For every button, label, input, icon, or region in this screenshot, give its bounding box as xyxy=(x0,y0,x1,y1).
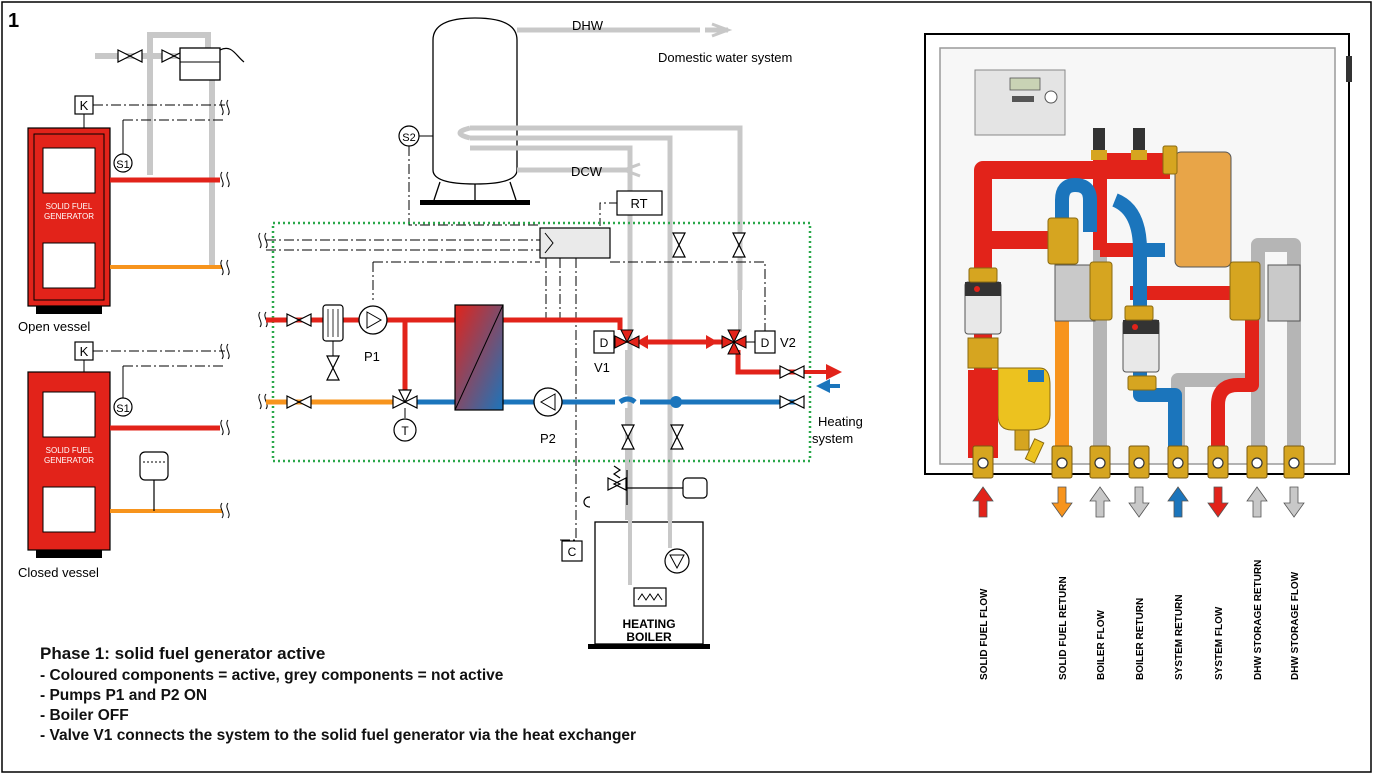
boiler-controller-c xyxy=(561,540,583,562)
isolation-valves xyxy=(286,232,805,450)
svg-text:K: K xyxy=(80,344,89,359)
valve-v1 xyxy=(614,329,640,349)
solid-fuel-generator-open: SOLID FUEL GENERATOR xyxy=(27,127,111,314)
label-dhw: DHW xyxy=(572,18,604,33)
sensor-s1-top xyxy=(113,153,133,173)
connection-arrows xyxy=(972,486,1305,518)
svg-text:S1: S1 xyxy=(116,159,129,171)
controller-unit xyxy=(539,227,611,259)
red-flow-pipes xyxy=(266,317,800,390)
label-k1: K xyxy=(80,98,89,113)
heating-boiler: HEATING BOILER xyxy=(588,521,710,649)
svg-text:SOLID FUEL: SOLID FUEL xyxy=(46,202,93,211)
svg-text:HEATING: HEATING xyxy=(622,617,675,631)
thermostatic-head xyxy=(393,418,417,442)
phase-description: Phase 1: solid fuel generator active - C… xyxy=(40,644,880,746)
label-p2: P2 xyxy=(540,431,556,446)
connection-label: SOLID FUEL FLOW xyxy=(979,588,990,680)
label-system: system xyxy=(812,431,853,446)
phase-line: - Pumps P1 and P2 ON xyxy=(40,687,208,704)
actuator-d-v2 xyxy=(754,330,776,354)
module-brass-fittings xyxy=(968,145,1261,391)
module-connection-valves xyxy=(972,445,1305,479)
svg-text:D: D xyxy=(761,336,770,350)
solid-fuel-generator-closed: SOLID FUEL GENERATOR xyxy=(27,371,111,558)
module-dirt-separator xyxy=(967,337,1051,464)
valve-v2 xyxy=(721,329,747,355)
svg-text:S1: S1 xyxy=(116,403,129,415)
dhw-storage-tank xyxy=(420,17,530,205)
connection-label: DHW STORAGE FLOW xyxy=(1290,571,1301,680)
connection-label: DHW STORAGE RETURN xyxy=(1253,560,1264,680)
label-heating: Heating xyxy=(818,414,863,429)
svg-text:T: T xyxy=(401,424,409,438)
connection-label: SYSTEM FLOW xyxy=(1214,606,1225,680)
boiler-safety-group xyxy=(583,465,708,508)
thermostatic-mixing-valve xyxy=(392,389,418,409)
connection-label: SYSTEM RETURN xyxy=(1174,594,1185,680)
label-v1: V1 xyxy=(594,360,610,375)
label-domestic-water-system: Domestic water system xyxy=(658,50,792,65)
label-closed-vessel: Closed vessel xyxy=(18,565,99,580)
control-lines xyxy=(266,239,766,541)
svg-text:D: D xyxy=(600,336,609,350)
sensor-s1-bottom xyxy=(113,397,133,417)
svg-text:GENERATOR: GENERATOR xyxy=(44,456,94,465)
svg-text:RT: RT xyxy=(630,196,647,211)
connection-label: SOLID FUEL RETURN xyxy=(1058,576,1069,680)
phase-line: - Valve V1 connects the system to the so… xyxy=(40,727,637,744)
svg-text:GENERATOR: GENERATOR xyxy=(44,212,94,221)
figure-number: 1 xyxy=(8,10,19,32)
svg-text:S2: S2 xyxy=(402,132,415,144)
svg-text:BOILER: BOILER xyxy=(626,630,672,644)
phase-line: - Boiler OFF xyxy=(40,707,129,724)
connection-label: BOILER RETURN xyxy=(1135,598,1146,680)
label-open-vessel: Open vessel xyxy=(18,319,90,334)
module-boundary xyxy=(271,221,812,463)
module-pumps xyxy=(964,281,1160,373)
closed-expansion-vessel xyxy=(139,451,169,481)
connection-label: BOILER FLOW xyxy=(1096,609,1107,680)
module-heat-exchanger xyxy=(1174,151,1232,268)
actuator-d-v1 xyxy=(593,330,615,354)
module-valve-actuators xyxy=(1054,264,1301,322)
open-expansion-vessel xyxy=(179,47,221,81)
label-v2: V2 xyxy=(780,335,796,350)
connection-labels: SOLID FUEL FLOW SOLID FUEL RETURN BOILER… xyxy=(979,560,1301,680)
phase-line: - Coloured components = active, grey com… xyxy=(40,667,504,684)
svg-text:SOLID FUEL: SOLID FUEL xyxy=(46,446,93,455)
phase-title: Phase 1: solid fuel generator active xyxy=(40,644,326,663)
label-dcw: DCW xyxy=(571,164,603,179)
svg-text:C: C xyxy=(568,545,577,559)
break-marks xyxy=(220,99,268,519)
label-p1: P1 xyxy=(364,349,380,364)
module-air-vents xyxy=(1091,128,1147,160)
